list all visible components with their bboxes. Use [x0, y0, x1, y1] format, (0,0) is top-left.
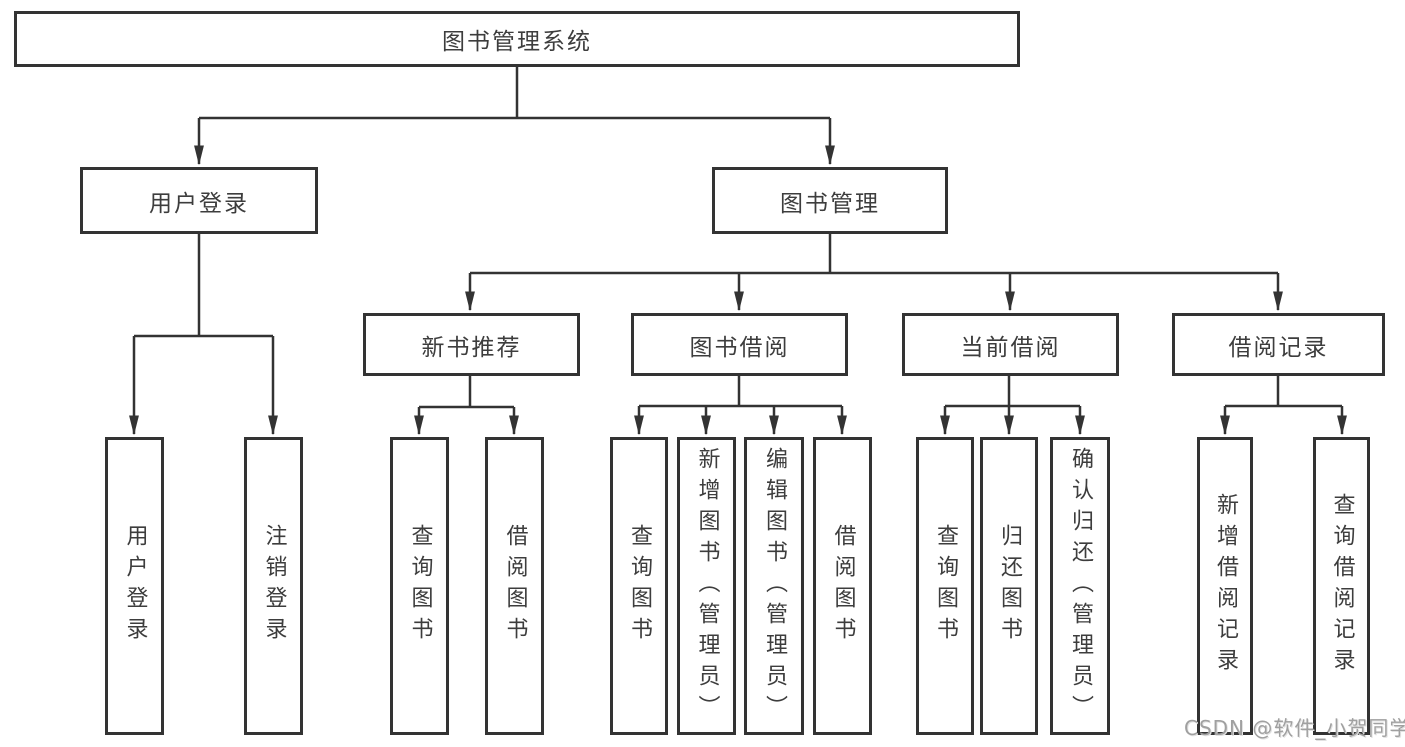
leaf-query-books-recommend: 查询图书 [390, 437, 449, 735]
leaf-query-books-borrowing: 查询图书 [610, 437, 668, 735]
csdn-watermark: CSDN @软件_小贺同学 [1184, 716, 1405, 740]
leaf-edit-books-admin: 编辑图书（管理员） [744, 437, 804, 735]
leaf-confirm-return-admin: 确认归还（管理员） [1050, 437, 1110, 735]
node-user-login: 用户登录 [80, 167, 318, 234]
leaf-add-books-admin: 新增图书（管理员） [677, 437, 736, 735]
leaf-query-borrow-record: 查询借阅记录 [1313, 437, 1370, 735]
node-new-book-recommend: 新书推荐 [363, 313, 580, 376]
leaf-add-borrow-record: 新增借阅记录 [1197, 437, 1253, 735]
leaf-user-login: 用户登录 [105, 437, 164, 735]
leaf-return-books: 归还图书 [980, 437, 1038, 735]
node-borrow-records: 借阅记录 [1172, 313, 1385, 376]
node-book-management: 图书管理 [712, 167, 948, 234]
leaf-logout: 注销登录 [244, 437, 303, 735]
leaf-borrow-books-borrowing: 借阅图书 [813, 437, 872, 735]
node-book-borrowing: 图书借阅 [631, 313, 848, 376]
node-current-borrowing: 当前借阅 [902, 313, 1119, 376]
leaf-borrow-books-recommend: 借阅图书 [485, 437, 544, 735]
leaf-query-books-current: 查询图书 [916, 437, 974, 735]
node-root-system: 图书管理系统 [14, 11, 1020, 67]
